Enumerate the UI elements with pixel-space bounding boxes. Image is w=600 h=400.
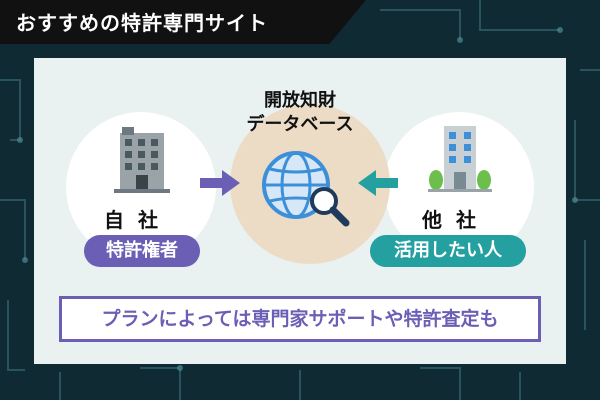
office-building-icon — [428, 126, 492, 192]
database-title-line1: 開放知財 — [264, 90, 336, 111]
arrow-left-icon — [358, 170, 398, 196]
own-company-label: 自社 — [104, 208, 172, 232]
title-bar — [0, 0, 366, 44]
database-title: 開放知財 データベース — [240, 89, 360, 137]
globe-search-icon — [262, 151, 350, 227]
other-company-label: 他社 — [422, 208, 490, 232]
office-building-icon — [114, 127, 170, 193]
patent-holder-badge: 特許権者 — [84, 235, 200, 267]
page-title: おすすめの特許専門サイト — [16, 11, 268, 35]
arrow-right-icon — [200, 170, 240, 196]
user-badge: 活用したい人 — [370, 235, 526, 267]
database-title-line2: データベース — [246, 114, 354, 135]
plan-note: プランによっては専門家サポートや特許査定も — [59, 296, 541, 342]
